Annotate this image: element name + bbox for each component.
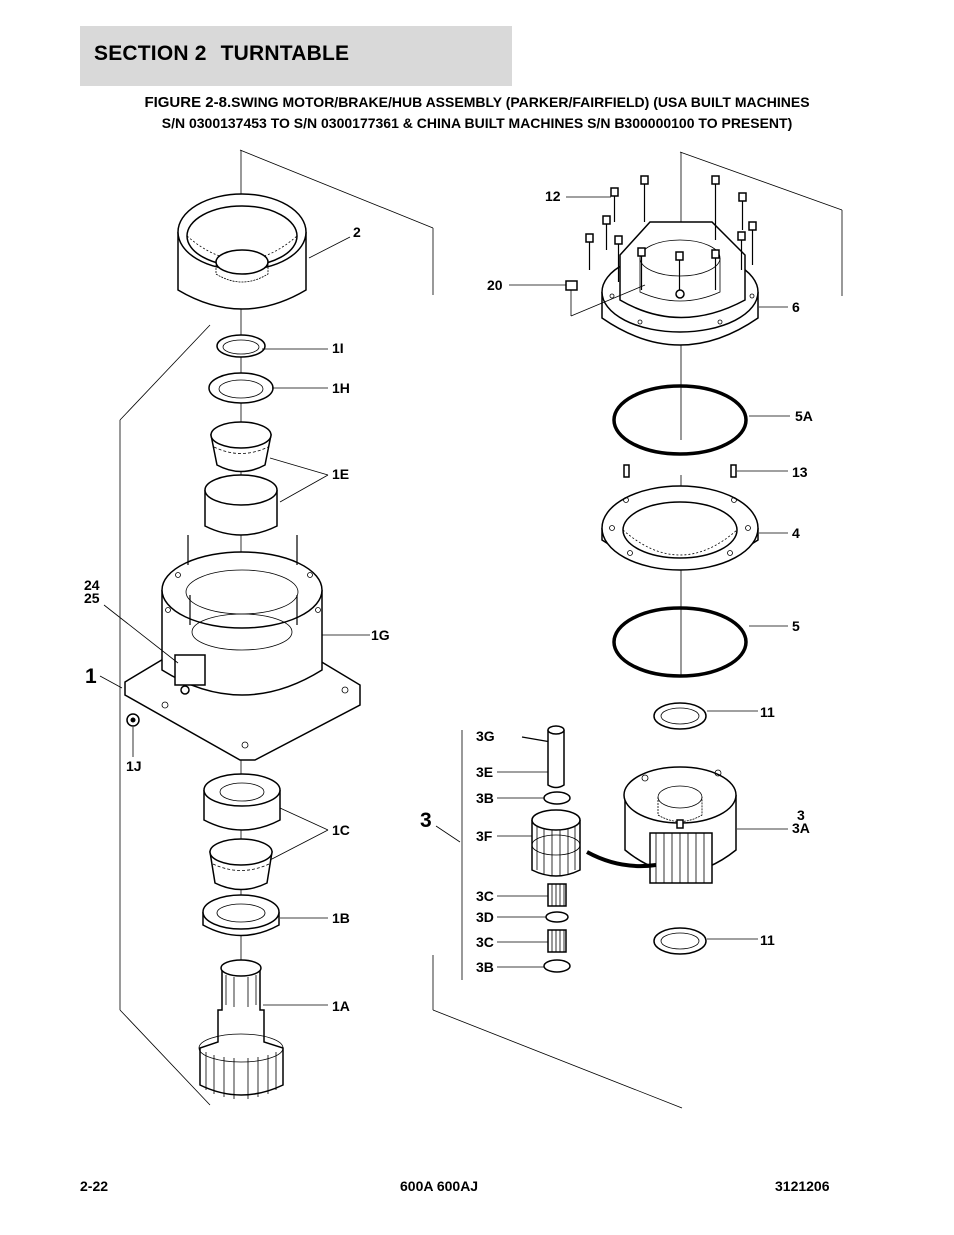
callout-11-top: 11 <box>760 704 775 720</box>
figure-title-line-1: SWING MOTOR/BRAKE/HUB ASSEMBLY (PARKER/F… <box>231 94 810 110</box>
section-label: SECTION 2 <box>94 42 207 65</box>
cone-bearing-1c <box>209 838 273 891</box>
thrust-washer-3b-bottom <box>543 959 571 973</box>
callout-1j: 1J <box>126 758 142 774</box>
callout-1: 1 <box>85 665 97 688</box>
callout-13: 13 <box>792 464 808 480</box>
right-assembly <box>432 151 843 1109</box>
callout-20: 20 <box>487 277 503 293</box>
cone-bearing-1e <box>210 421 272 473</box>
callout-5: 5 <box>792 618 800 634</box>
roll-pin-3g <box>521 736 552 743</box>
callout-3a: 3A <box>792 820 810 836</box>
callout-1a: 1A <box>332 998 350 1014</box>
figure-title-line-2: S/N 0300137453 TO S/N 0300177361 & CHINA… <box>161 115 793 131</box>
footer-doc-number: 3121206 <box>775 1178 830 1194</box>
needle-bearing-3c-bottom <box>547 929 567 953</box>
dowel-pin-13-right <box>730 464 737 478</box>
footer-model: 600A 600AJ <box>400 1178 479 1194</box>
snap-ring-1i <box>216 334 266 358</box>
section-header: SECTION 2 TURNTABLE <box>80 26 512 86</box>
dowel-pin-13-left <box>623 464 630 478</box>
ring-gear-drum <box>177 193 307 310</box>
callout-1h: 1H <box>332 380 350 396</box>
o-ring-5 <box>612 606 748 678</box>
callout-1e: 1E <box>332 466 349 482</box>
callout-3e: 3E <box>476 764 493 780</box>
thrust-washer-3b-top <box>543 791 571 805</box>
callout-1b: 1B <box>332 910 350 926</box>
callout-1g: 1G <box>371 627 390 643</box>
bolts-12 <box>585 175 757 290</box>
footer-page-number: 2-22 <box>80 1178 109 1194</box>
callout-2: 2 <box>353 224 361 240</box>
callout-3: 3 <box>420 809 432 832</box>
callout-25: 25 <box>84 590 100 606</box>
bearing-cup-1c <box>203 773 281 831</box>
callout-3g: 3G <box>476 728 495 744</box>
ring-gear-4 <box>601 485 759 571</box>
spacer-3d <box>545 911 569 923</box>
callout-3f: 3F <box>476 828 493 844</box>
thrust-washer-11-top <box>653 702 707 730</box>
figure-caption: FIGURE 2-8.SWING MOTOR/BRAKE/HUB ASSEMBL… <box>40 92 914 134</box>
callout-1i: 1I <box>332 340 344 356</box>
callout-6: 6 <box>792 299 800 315</box>
callout-labels: 2 1I 1H 1E 24 25 1G 1 1J 1C 1B 1A 12 20 … <box>84 188 813 1014</box>
section-name: TURNTABLE <box>220 42 350 65</box>
o-ring-5a <box>612 384 748 456</box>
hub-housing-1g <box>124 535 361 761</box>
left-assembly <box>99 149 434 1106</box>
callout-3b-bottom: 3B <box>476 959 494 975</box>
planet-carrier-3a <box>623 766 737 884</box>
callout-12: 12 <box>545 188 561 204</box>
thrust-washer-1h <box>208 372 274 404</box>
section-title: SECTION 2 TURNTABLE <box>94 42 349 66</box>
callout-1c: 1C <box>332 822 350 838</box>
thrust-washer-11-bottom <box>653 927 707 955</box>
callout-5a: 5A <box>795 408 813 424</box>
planet-gear-3f <box>531 809 581 877</box>
output-shaft-1a <box>198 959 284 1099</box>
callout-4: 4 <box>792 525 800 541</box>
seal-1b <box>202 894 280 937</box>
callout-24: 24 <box>84 577 100 593</box>
figure-number: FIGURE 2-8. <box>144 94 232 111</box>
callout-3c-top: 3C <box>476 888 494 904</box>
fitting-20 <box>565 280 646 317</box>
callout-3d: 3D <box>476 909 494 925</box>
install-arrow <box>586 850 657 869</box>
planet-shaft-3e <box>547 725 565 789</box>
needle-bearing-3c-top <box>547 883 567 907</box>
callout-3b-top: 3B <box>476 790 494 806</box>
callout-11-bottom: 11 <box>760 932 775 948</box>
bearing-cup-1e <box>204 474 278 536</box>
plug-1j <box>126 713 140 727</box>
callout-3-sub: 3 <box>797 807 805 823</box>
callout-3c-bottom: 3C <box>476 934 494 950</box>
